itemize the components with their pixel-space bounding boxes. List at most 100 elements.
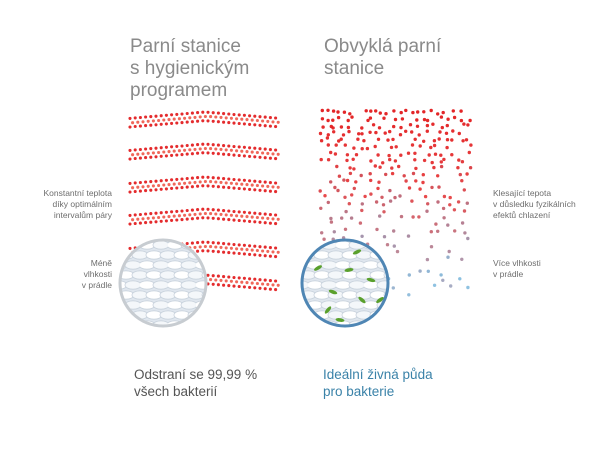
steam-dot bbox=[240, 182, 244, 186]
steam-dot bbox=[201, 119, 205, 123]
steam-dot bbox=[381, 203, 386, 207]
steam-dot bbox=[418, 144, 422, 148]
steam-dot bbox=[151, 184, 155, 188]
steam-dot bbox=[222, 152, 226, 156]
steam-dot bbox=[219, 212, 223, 216]
steam-dot bbox=[258, 245, 262, 249]
steam-dot bbox=[242, 113, 246, 117]
steam-dot bbox=[452, 115, 457, 120]
steam-dot bbox=[203, 179, 207, 184]
steam-dot bbox=[258, 253, 262, 257]
steam-dot bbox=[462, 188, 466, 192]
steam-dot bbox=[159, 122, 163, 126]
steam-dot bbox=[183, 213, 187, 217]
bacterium-icon bbox=[328, 289, 338, 295]
steam-dot bbox=[266, 216, 270, 220]
steam-dot bbox=[436, 229, 440, 233]
steam-dot bbox=[149, 180, 153, 184]
steam-dot bbox=[222, 250, 226, 254]
steam-dot bbox=[141, 120, 145, 124]
steam-dot bbox=[164, 122, 168, 126]
steam-dot bbox=[404, 179, 408, 183]
steam-dot bbox=[263, 189, 267, 193]
steam-dot bbox=[157, 215, 161, 220]
steam-dot bbox=[271, 250, 275, 254]
steam-dot bbox=[219, 147, 223, 151]
steam-dot bbox=[425, 123, 430, 128]
steam-dot bbox=[216, 250, 220, 254]
left-title-line: s hygienickým bbox=[130, 58, 250, 79]
steam-dot bbox=[159, 211, 163, 215]
steam-dot bbox=[216, 143, 220, 147]
steam-dot bbox=[235, 149, 239, 153]
steam-dot bbox=[382, 210, 386, 214]
steam-dot bbox=[211, 249, 215, 253]
steam-dot bbox=[258, 155, 262, 159]
steam-dot bbox=[415, 124, 420, 128]
steam-dot bbox=[276, 250, 280, 254]
steam-dot bbox=[131, 186, 135, 190]
steam-dot bbox=[180, 153, 184, 157]
steam-dot bbox=[268, 221, 272, 225]
steam-dot bbox=[388, 188, 392, 193]
steam-dot bbox=[319, 157, 323, 162]
steam-dot bbox=[144, 189, 148, 193]
steam-dot bbox=[154, 123, 158, 127]
steam-dot bbox=[159, 187, 163, 191]
steam-dot bbox=[149, 220, 153, 224]
steam-dot bbox=[436, 112, 440, 116]
steam-dot bbox=[393, 195, 397, 200]
steam-dot bbox=[250, 215, 254, 219]
steam-dot bbox=[175, 186, 179, 190]
steam-dot bbox=[410, 143, 415, 147]
steam-dot bbox=[190, 217, 194, 221]
steam-dot bbox=[448, 195, 452, 200]
steam-dot bbox=[250, 150, 254, 154]
steam-dot bbox=[320, 231, 324, 235]
steam-dot bbox=[206, 240, 210, 244]
steam-dot bbox=[360, 208, 364, 213]
steam-dot bbox=[466, 236, 470, 241]
steam-dot bbox=[453, 229, 457, 233]
steam-dot bbox=[164, 178, 168, 182]
steam-dot bbox=[211, 119, 215, 123]
steam-dot bbox=[336, 188, 340, 193]
steam-dot bbox=[263, 115, 267, 119]
steam-dot bbox=[196, 241, 200, 245]
steam-dot bbox=[460, 179, 464, 183]
steam-dot bbox=[368, 130, 372, 134]
steam-dot bbox=[266, 282, 270, 286]
steam-dot bbox=[378, 111, 382, 115]
steam-dot bbox=[242, 252, 246, 256]
steam-dot bbox=[437, 185, 441, 189]
steam-dot bbox=[183, 148, 187, 152]
steam-dot bbox=[237, 210, 241, 214]
bacterium-icon bbox=[366, 277, 376, 283]
steam-dot bbox=[368, 116, 373, 120]
steam-dot bbox=[274, 222, 278, 226]
steam-dot bbox=[276, 283, 280, 287]
steam-dot bbox=[458, 172, 462, 177]
steam-dot bbox=[268, 148, 272, 152]
steam-dot bbox=[261, 184, 265, 188]
steam-dot bbox=[373, 144, 377, 149]
steam-dot bbox=[128, 157, 132, 161]
steam-dot bbox=[248, 114, 252, 118]
steam-dot bbox=[248, 219, 252, 223]
steam-dot bbox=[408, 123, 413, 127]
steam-dot bbox=[209, 278, 213, 282]
steam-dot bbox=[268, 254, 272, 258]
steam-dot bbox=[398, 133, 403, 137]
steam-dot bbox=[242, 243, 246, 247]
steam-dot bbox=[276, 120, 280, 124]
right-caption: Ideální živná půda pro bakterie bbox=[323, 366, 433, 400]
steam-dot bbox=[190, 185, 194, 189]
steam-dot bbox=[180, 186, 184, 190]
steam-dot bbox=[362, 139, 366, 143]
steam-dot bbox=[276, 185, 280, 189]
steam-dot bbox=[216, 241, 220, 245]
steam-dot bbox=[201, 216, 205, 220]
steam-dot bbox=[406, 234, 411, 238]
steam-dot bbox=[203, 114, 207, 119]
steam-dot bbox=[209, 147, 213, 151]
